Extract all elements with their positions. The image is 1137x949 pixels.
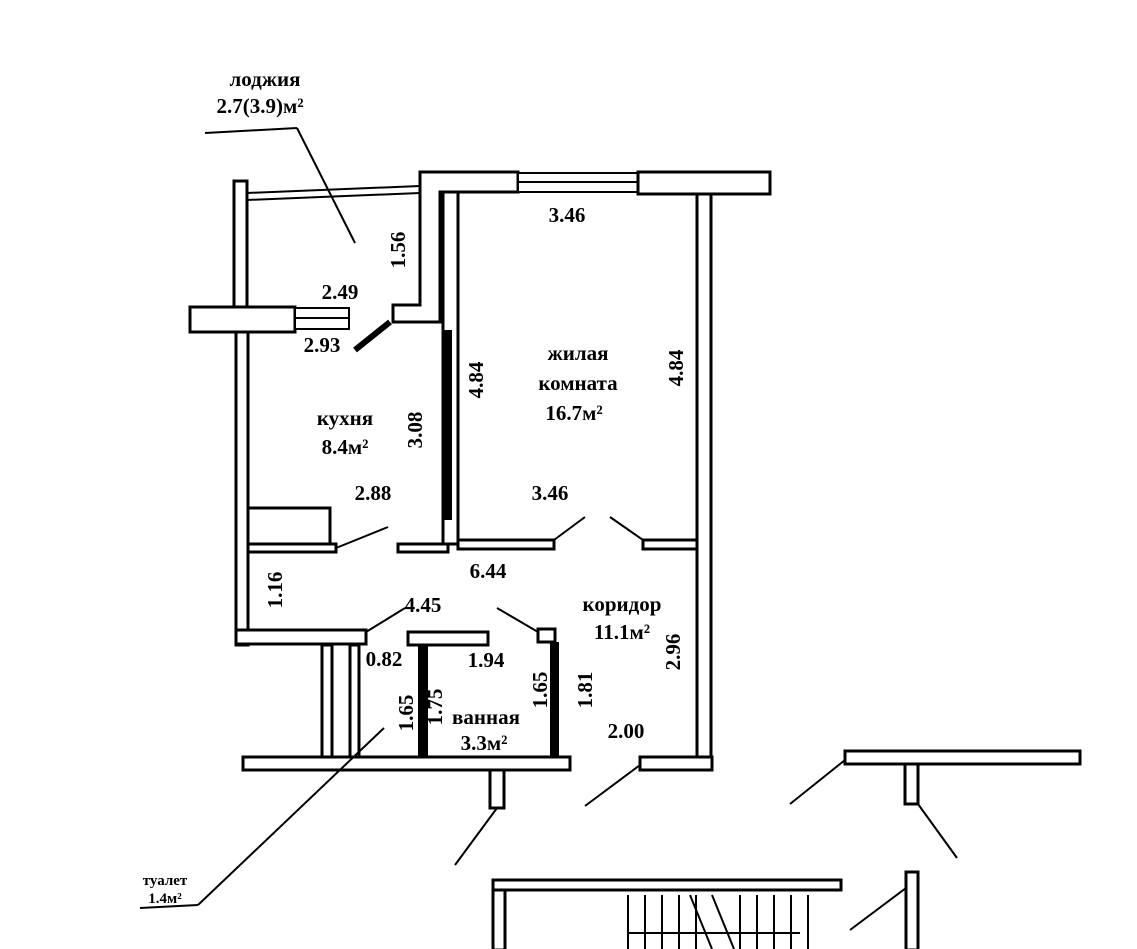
loggia-name: лоджия [230,67,301,91]
toilet-name: туалет [143,873,188,889]
dim-corridor-left: 1.16 [263,572,287,609]
dim-toilet-height: 1.65 [394,695,418,732]
dim-toilet-width: 0.82 [366,647,403,671]
corridor-name: коридор [583,592,662,616]
dim-kitchen-bottom: 2.88 [355,481,392,505]
dim-bath-right: 1.65 [528,672,552,709]
dim-kitchen-height: 3.08 [403,412,427,449]
dim-room-left: 4.84 [464,361,488,398]
dim-kitchen-top: 2.93 [304,333,341,357]
dim-corridor-length: 6.44 [470,559,507,583]
dim-room-right: 4.84 [664,349,688,386]
dim-corridor-right: 2.96 [661,634,685,671]
toilet-area: 1.4м² [148,891,182,907]
bathroom-name: ванная [452,705,520,729]
walls [188,170,1082,949]
bathroom-area: 3.3м² [461,731,508,755]
living-room-name-2: комната [538,371,618,395]
corridor-area: 11.1м² [594,620,650,644]
living-room-area: 16.7м² [545,401,602,425]
living-room-name-1: жилая [548,341,609,365]
dim-room-bottom: 3.46 [532,481,569,505]
dim-corridor-bottom: 2.00 [608,719,645,743]
dim-bath-width: 1.94 [468,648,505,672]
dim-room-top: 3.46 [549,203,586,227]
dim-corridor-mid: 4.45 [405,593,442,617]
dim-corridor-bath: 1.81 [573,672,597,709]
kitchen-area: 8.4м² [322,435,369,459]
loggia-area: 2.7(3.9)м² [216,94,303,118]
dimensions: 1.56 2.49 2.93 3.46 4.84 4.84 3.08 2.88 … [263,203,688,743]
door-swings [139,127,958,931]
stairs [627,894,809,949]
dim-loggia-height: 1.56 [386,232,410,269]
dim-loggia-width: 2.49 [322,280,359,304]
kitchen-name: кухня [317,406,373,430]
dim-bath-left: 1.75 [423,689,447,726]
